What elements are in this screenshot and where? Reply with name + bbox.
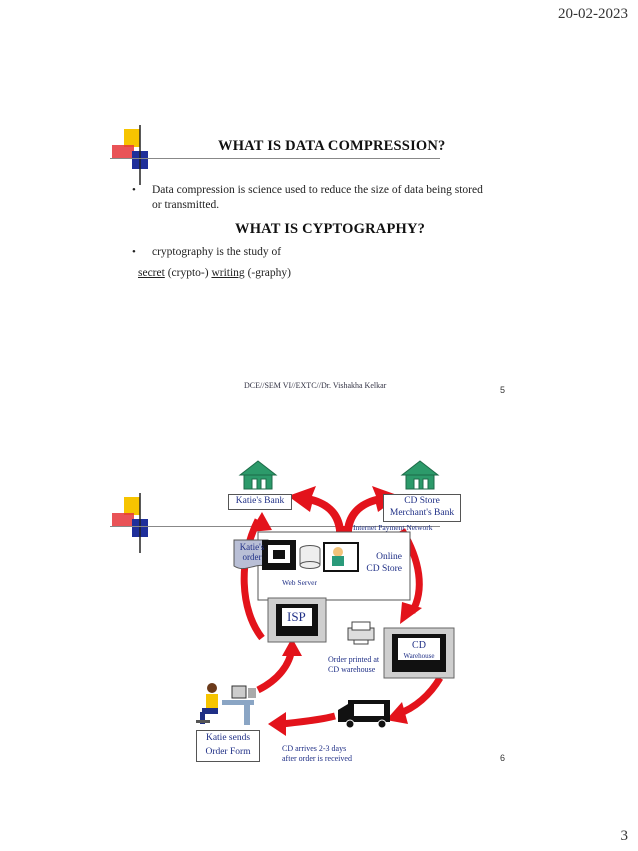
crypto-definition: secret (crypto-) writing (-graphy) [138,266,291,281]
title-cryptography: WHAT IS CYPTOGRAPHY? [235,221,426,237]
arrow-to-katies-bank [288,486,344,530]
cd-arrives-line1: CD arrives 2-3 days [282,744,347,753]
merchant-bank-label: CD Store Merchant's Bank [383,494,461,522]
bullet-dot: • [132,184,136,196]
printer-icon [347,621,375,645]
decorative-squares [112,493,148,553]
arrow-shipping-to-customer [281,712,336,728]
decorative-rule [110,526,440,527]
bank-icon [238,460,278,490]
bullet-cryptography: • cryptography is the study of [132,245,532,260]
warehouse-label: Warehouse [403,652,435,660]
decorative-squares [112,125,148,185]
katie-sends-line1: Katie sends [205,733,251,743]
slide-footer: DCE//SEM VI//EXTC//Dr. Vishakha Kelkar [244,381,387,390]
word-graphy: (-graphy) [244,267,291,279]
isp-label: ISP [287,609,306,624]
katie-sends-label: Katie sends Order Form [196,730,260,762]
word-secret: secret [138,267,165,279]
merchant-bank-line1: CD Store [404,496,440,506]
order-printed-line2: CD warehouse [328,665,376,674]
cd-warehouse-label: CD Warehouse [398,641,440,661]
slide-number: 6 [500,753,506,763]
katies-order-line1: Katie's [239,542,265,552]
online-store-line1: Online [376,552,402,562]
page-date: 20-02-2023 [558,6,628,22]
katies-order-label: Katie's order [238,542,266,562]
merchant-bank-line2: Merchant's Bank [389,508,455,518]
web-server-label: Web Server [282,578,318,587]
bullet-dot: • [132,246,136,258]
katie-sends-line2: Order Form [205,747,251,757]
order-printed-label: Order printed at CD warehouse [328,655,379,675]
title-data-compression: WHAT IS DATA COMPRESSION? [218,138,446,154]
word-crypto: (crypto-) [164,267,212,279]
katies-order-line2: order [242,552,262,562]
katie-at-desk-icon [196,683,256,725]
online-store-line2: CD Store [366,564,402,574]
bullet-text: cryptography is the study of [152,246,282,258]
page-number: 3 [620,828,629,844]
arrow-isp-to-webserver [240,518,265,641]
cd-arrives-label: CD arrives 2-3 days after order is recei… [282,744,352,764]
slide-number: 5 [500,385,506,395]
bullet-text-line1: Data compression is science used to redu… [152,184,483,196]
order-printed-line1: Order printed at [328,655,380,664]
word-writing: writing [211,267,245,279]
payment-network-label: Internet Payment Network [353,523,433,532]
cd-label: CD [412,640,426,651]
arrow-warehouse-to-shipping [396,676,444,718]
ecommerce-diagram-graphics [196,460,455,736]
truck-icon [338,700,390,729]
bank-icon [400,460,440,490]
online-store-label: Online CD Store [360,551,402,575]
cd-arrives-line2: after order is received [282,754,352,763]
bullet-text-line2: or transmitted. [152,199,220,211]
bullet-data-compression: • Data compression is science used to re… [132,183,532,213]
katies-bank-label: Katie's Bank [228,494,292,510]
decorative-rule [110,158,440,159]
